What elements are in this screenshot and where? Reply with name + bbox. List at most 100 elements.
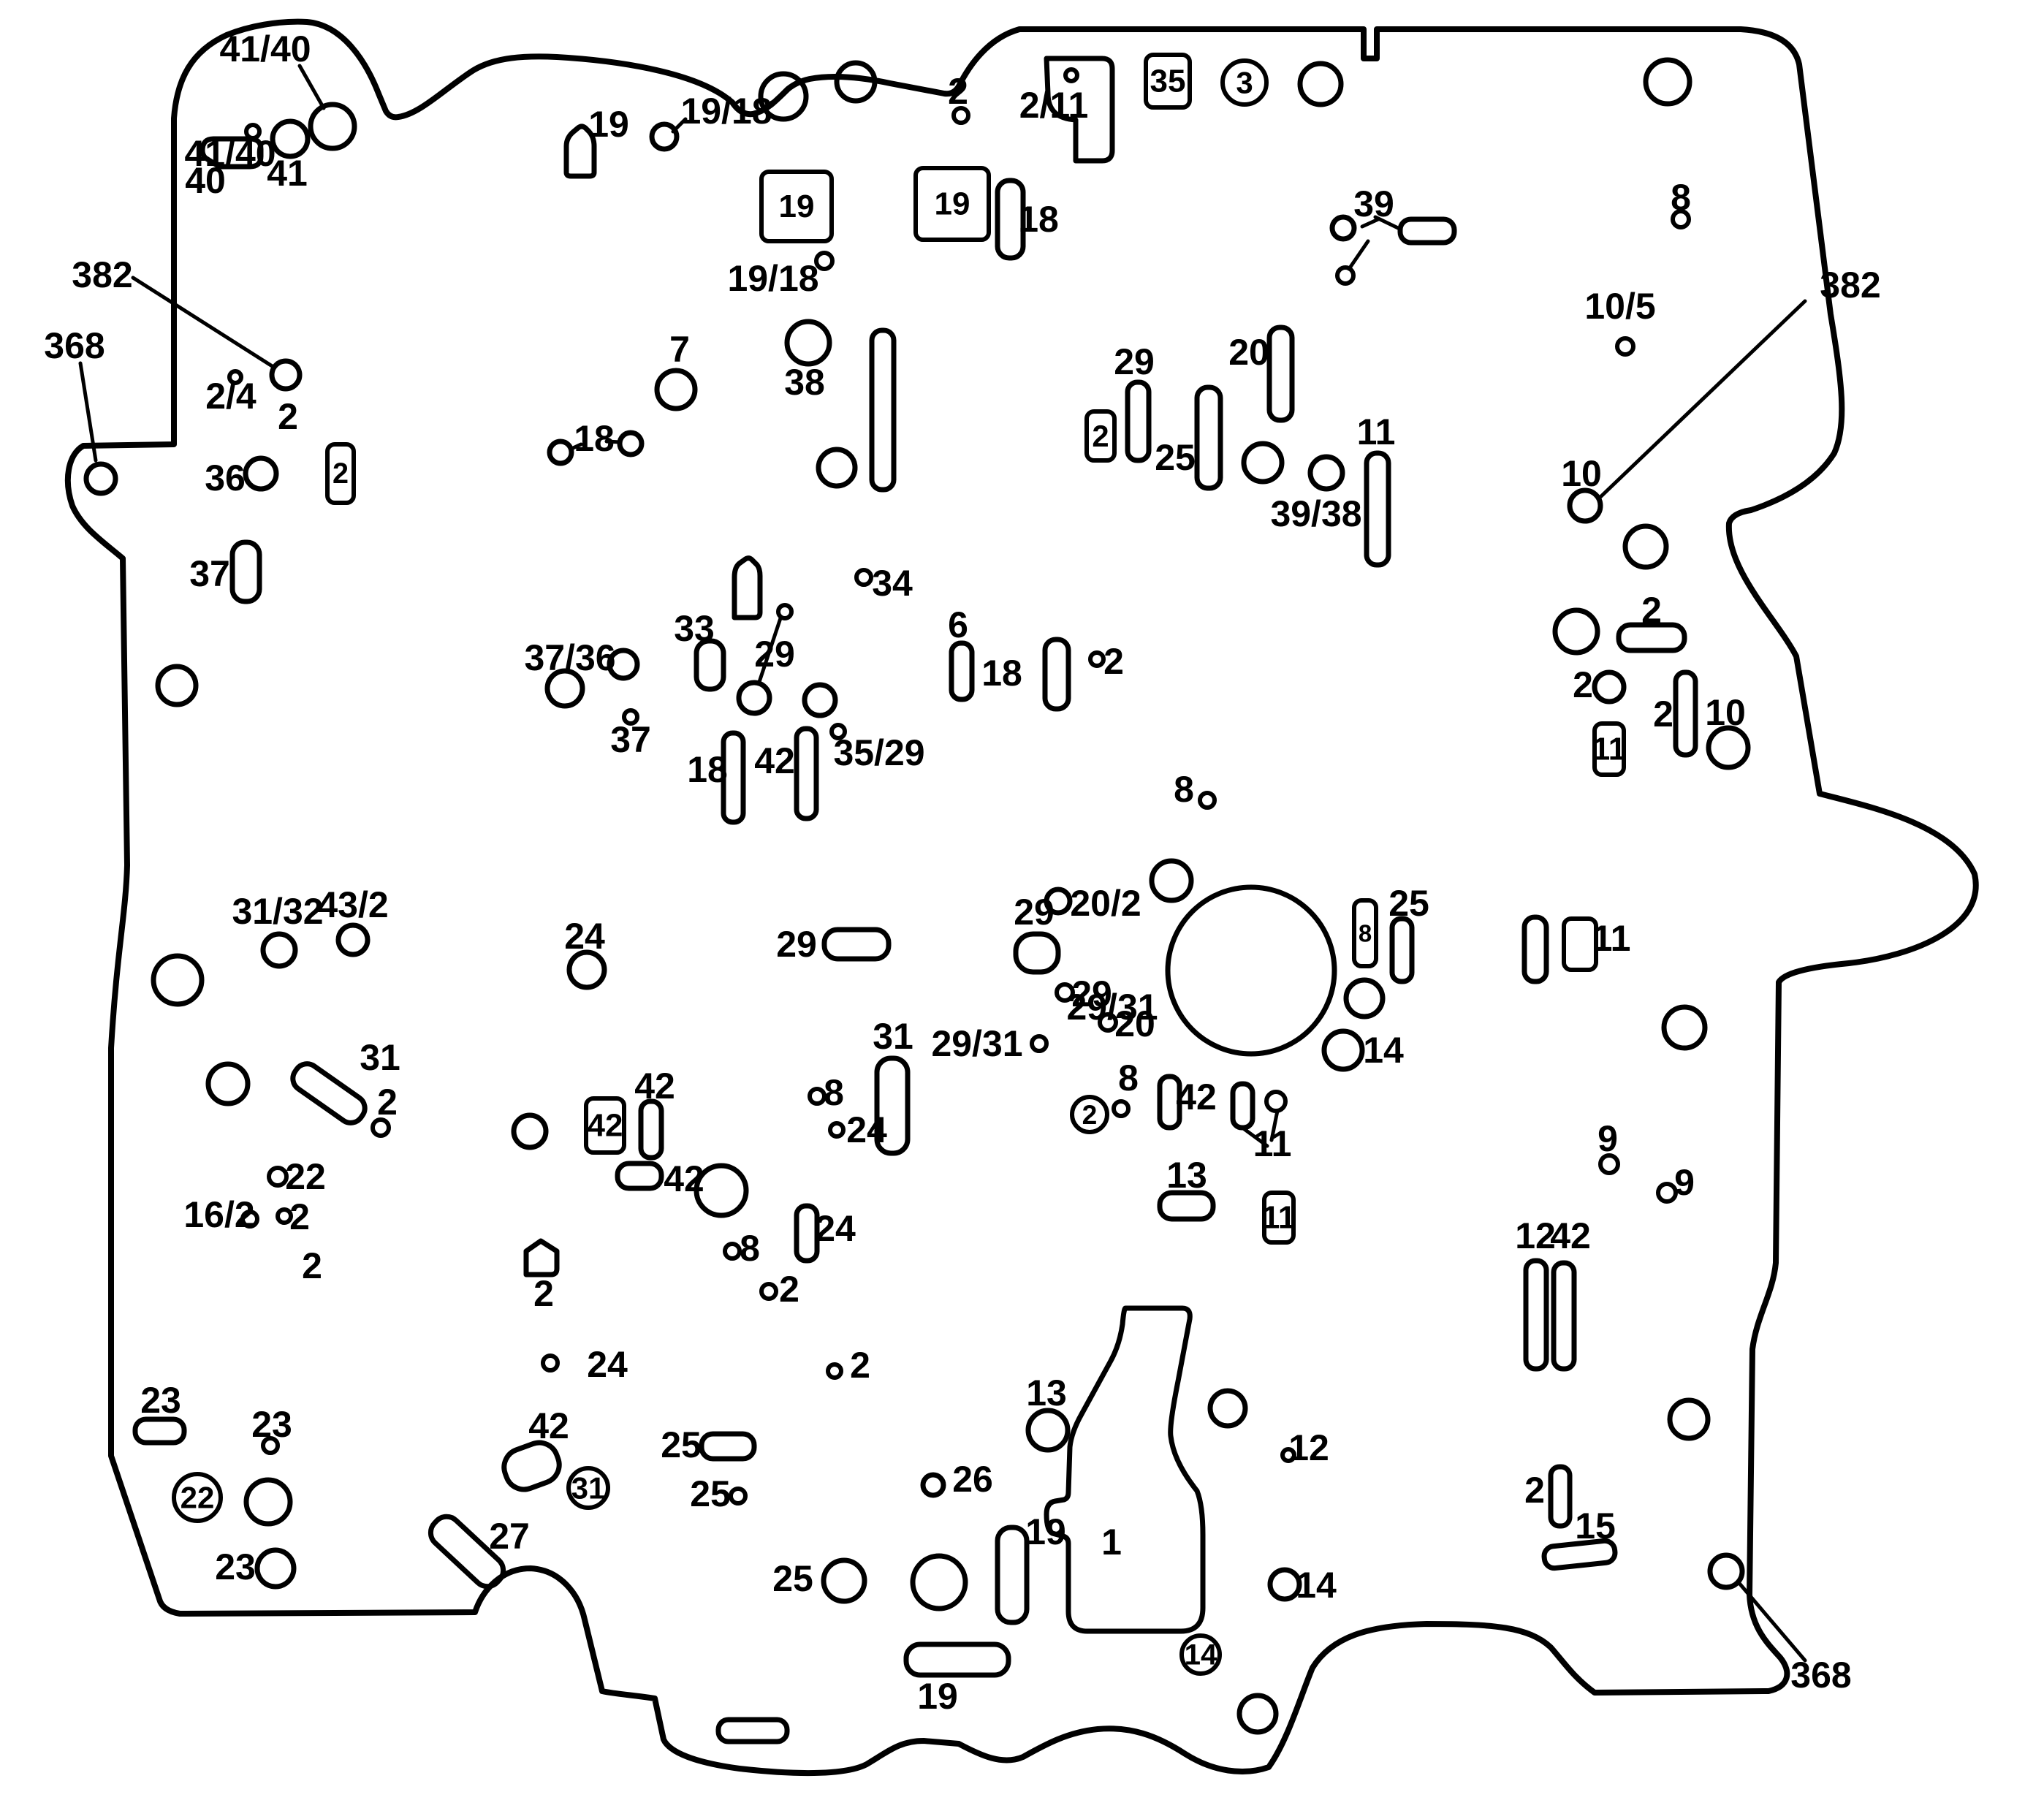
- boxed-label-frame: [584, 1096, 626, 1155]
- callout-label: 31/32: [232, 891, 323, 932]
- slot-pill: [995, 178, 1026, 261]
- slot-pill: [1266, 324, 1295, 423]
- hole-circle: [244, 123, 262, 140]
- hole-circle: [826, 1362, 843, 1380]
- leader-line: [1736, 1579, 1807, 1663]
- hole-circle: [1706, 725, 1751, 770]
- hole-circle: [622, 708, 639, 726]
- callout-label: 22: [285, 1156, 326, 1197]
- leader-line: [1360, 217, 1380, 229]
- leader-line: [671, 117, 688, 134]
- hole-circle: [205, 1061, 251, 1106]
- hole-circle: [816, 447, 858, 489]
- boxed-label-frame: [1084, 409, 1117, 463]
- callout-label: 8: [1671, 177, 1691, 218]
- callout-label: 11: [1253, 1123, 1292, 1164]
- callout-label: 20/2: [1070, 883, 1141, 924]
- callout-label: 27: [489, 1516, 530, 1557]
- hole-circle: [547, 438, 574, 466]
- callout-label: 23: [251, 1404, 292, 1445]
- slot-pill: [1397, 216, 1457, 246]
- callout-label: 37: [610, 719, 651, 760]
- hole-circle: [1236, 1693, 1279, 1735]
- hole-circle: [1055, 982, 1075, 1003]
- hole-circle: [1207, 1388, 1248, 1429]
- hole-circle: [1343, 977, 1386, 1020]
- hole-circle: [371, 1117, 391, 1138]
- callout-label: 29: [1014, 892, 1055, 933]
- callout-label: 2: [1103, 641, 1124, 682]
- hole-circle: [1552, 607, 1600, 656]
- hole-circle: [1241, 441, 1285, 485]
- hole-circle: [951, 106, 970, 125]
- slot-pill: [1521, 914, 1549, 984]
- slot-pill: [995, 1525, 1030, 1625]
- callout-label: 18: [687, 749, 728, 790]
- callout-label: 33: [674, 608, 715, 649]
- slot-pill: [1389, 916, 1415, 984]
- circled-label: 31: [571, 1471, 606, 1506]
- leader-line: [78, 361, 98, 463]
- callout-label: 2: [533, 1273, 554, 1314]
- callout-label: 42: [1176, 1077, 1217, 1117]
- callout-label: 2: [302, 1245, 322, 1286]
- circled-label-ring: [1070, 1095, 1109, 1134]
- circled-label-ring: [172, 1472, 223, 1523]
- slot-pill: [132, 1416, 187, 1446]
- hole-circle: [723, 1242, 742, 1261]
- hole-circle: [1671, 209, 1691, 229]
- callout-label: 41/40: [219, 29, 311, 69]
- leader-line: [604, 439, 623, 444]
- hole-circle: [759, 1282, 778, 1301]
- hole-circle: [240, 1210, 259, 1229]
- hole-circle: [1025, 1408, 1071, 1453]
- circled-label-ring: [1220, 58, 1269, 107]
- slot-pill: [1042, 637, 1071, 712]
- callout-label: 16/2: [183, 1194, 254, 1235]
- hole-circle: [1321, 1028, 1365, 1072]
- callout-label: 42: [528, 1405, 569, 1446]
- callout-label: 31: [360, 1037, 400, 1078]
- callout-label: 11: [1357, 411, 1396, 452]
- plate-outline: [64, 18, 1979, 1777]
- callout-label: 29: [776, 924, 817, 965]
- callout-label: 14: [1363, 1030, 1404, 1071]
- hole-circle: [1598, 1153, 1620, 1175]
- hole-circle: [270, 118, 311, 159]
- leader-line: [756, 616, 783, 686]
- callout-label: 11: [1592, 918, 1631, 959]
- callout-label: 19: [1025, 1511, 1066, 1552]
- callout-label: 29: [1114, 341, 1155, 382]
- hole-circle: [276, 1207, 293, 1225]
- callout-label: 41/40: [184, 133, 276, 174]
- callout-label: 10: [1705, 692, 1746, 733]
- callout-label: 15: [1575, 1506, 1616, 1546]
- hole-circle: [1707, 1552, 1745, 1590]
- leader-line: [1373, 215, 1400, 230]
- hole-circle: [254, 1547, 297, 1590]
- hole-circle: [854, 568, 873, 587]
- hole-circle: [821, 1557, 867, 1604]
- slot-pill: [1541, 1538, 1618, 1571]
- callout-label: 29/31: [931, 1023, 1022, 1064]
- boxed-label-frame: [759, 170, 834, 243]
- leader-line: [131, 276, 276, 369]
- slot-pill: [1230, 1081, 1255, 1131]
- hole-circle: [736, 680, 772, 716]
- callout-label: 29: [754, 634, 795, 675]
- slot-pill: [1013, 931, 1061, 975]
- callout-label: 2: [850, 1345, 870, 1386]
- callout-label: 39: [1353, 183, 1394, 224]
- boxed-label-frame: [1262, 1191, 1296, 1245]
- hole-circle: [829, 723, 847, 740]
- hole-circle: [261, 1436, 280, 1455]
- circled-label: 14: [1185, 1639, 1217, 1671]
- callout-label: 43/2: [317, 884, 388, 925]
- slot-pill: [1194, 384, 1223, 491]
- callout-label: 36: [205, 458, 246, 498]
- slot-pill: [1616, 622, 1687, 653]
- boxed-label-frame: [1562, 916, 1598, 972]
- callout-label: 8: [1174, 769, 1194, 810]
- callout-label: 42: [634, 1066, 675, 1106]
